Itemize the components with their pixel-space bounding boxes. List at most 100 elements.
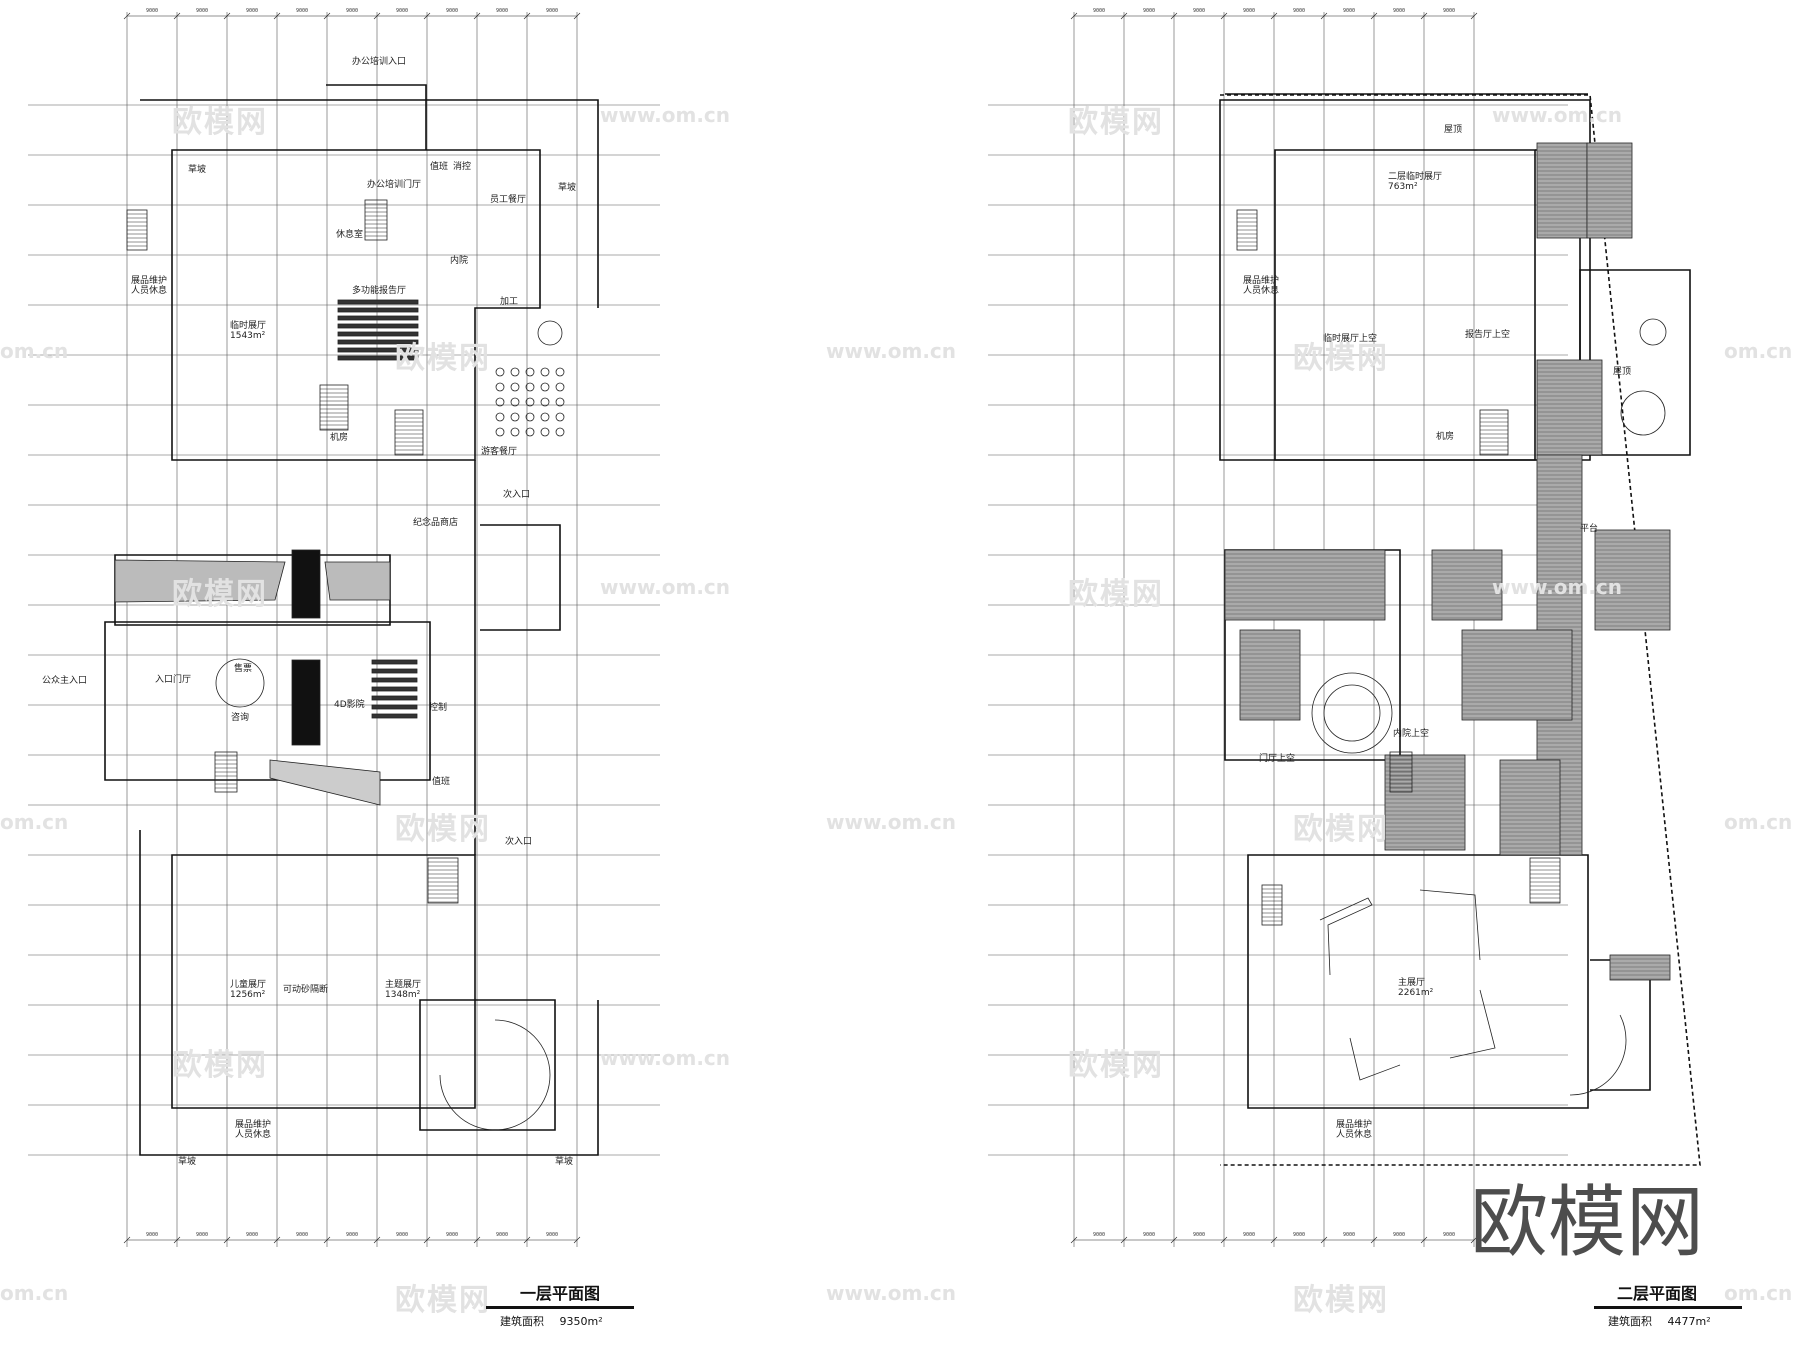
room-label-platform: 平台 — [1580, 524, 1599, 534]
ramp-wedge — [269, 759, 381, 806]
room-label-roof2: 屋顶 — [1613, 367, 1632, 377]
circular-element — [1620, 390, 1666, 436]
room-label-roof1: 屋顶 — [1444, 125, 1463, 135]
dimension-label: 9000 — [1393, 1232, 1406, 1238]
seat-row — [371, 659, 418, 665]
dimension-label: 9000 — [1343, 8, 1356, 14]
dimension-tick — [1120, 12, 1128, 20]
dimension-label: 9000 — [246, 8, 259, 14]
dimension-ticks — [123, 12, 1478, 1244]
dimension-label: 9000 — [346, 1232, 359, 1238]
floor1-grid — [28, 12, 660, 1247]
floor2-title: 二层平面图 — [1617, 1284, 1698, 1303]
wall-outline — [171, 149, 541, 461]
dimension-label: 9000 — [196, 1232, 209, 1238]
dimension-tick — [1220, 1236, 1228, 1244]
curved-ramp — [439, 1019, 551, 1131]
room-label-lawn2: 草坡 — [558, 183, 577, 193]
dimension-tick — [1120, 1236, 1128, 1244]
dimension-label: 9000 — [146, 8, 159, 14]
seat-row — [371, 668, 418, 674]
room-label-consult: 咨询 — [231, 713, 250, 723]
dimension-tick — [123, 12, 131, 20]
dimension-tick — [473, 1236, 481, 1244]
dimension-label: 9000 — [196, 8, 209, 14]
ramp-wedge — [324, 561, 391, 601]
room-label-temp-void: 临时展厅上空 — [1323, 334, 1378, 344]
stair-core — [1479, 409, 1509, 456]
dimension-label: 9000 — [1293, 1232, 1306, 1238]
dimension-label: 9000 — [1143, 1232, 1156, 1238]
stair-core — [427, 857, 459, 904]
dining-table — [540, 382, 550, 392]
dimension-tick — [223, 12, 231, 20]
seat-row — [371, 713, 418, 719]
dining-table — [555, 382, 565, 392]
dimension-label: 9000 — [446, 8, 459, 14]
curved-ramp — [1569, 1014, 1627, 1096]
dimension-tick — [323, 1236, 331, 1244]
dining-table — [540, 397, 550, 407]
dimension-tick — [123, 1236, 131, 1244]
hatched-platform — [1239, 629, 1301, 721]
dimension-tick — [423, 12, 431, 20]
dimension-label: 9000 — [1393, 8, 1406, 14]
room-label-kids-hall: 儿童展厅 1256m² — [230, 980, 267, 1000]
dimension-label: 9000 — [546, 8, 559, 14]
dimension-tick — [573, 12, 581, 20]
dimension-label: 9000 — [296, 1232, 309, 1238]
dining-table — [525, 412, 535, 422]
dimension-label: 9000 — [396, 8, 409, 14]
building-details — [114, 142, 1671, 1131]
room-label-value-room: 值班 — [430, 162, 449, 172]
dimension-label: 9000 — [1243, 8, 1256, 14]
room-label-public-entry: 公众主入口 — [42, 676, 88, 686]
dimension-label: 9000 — [1093, 8, 1106, 14]
exhibit-wall — [1319, 897, 1373, 976]
room-label-control: 控制 — [429, 703, 448, 713]
hatched-platform — [1384, 754, 1466, 851]
circular-element — [1311, 672, 1393, 754]
hatched-platform — [1461, 629, 1573, 721]
dimension-label: 9000 — [546, 1232, 559, 1238]
wall-outline — [139, 830, 599, 1156]
room-label-multi-hall: 多功能报告厅 — [352, 286, 407, 296]
building-walls — [104, 84, 1701, 1166]
floor1-area-label: 建筑面积 — [500, 1315, 544, 1328]
dining-table — [495, 412, 505, 422]
dimension-tick — [1470, 1236, 1478, 1244]
dining-table — [540, 367, 550, 377]
dining-table — [525, 397, 535, 407]
hatched-platform — [1536, 142, 1588, 239]
dimension-tick — [1470, 12, 1478, 20]
floor1-title-underline — [486, 1306, 634, 1309]
dining-table — [525, 427, 535, 437]
room-label-kitchen-in: 内院 — [450, 256, 469, 266]
dimension-tick — [473, 12, 481, 20]
seat-row — [337, 347, 419, 353]
floor2-title-underline — [1594, 1306, 1742, 1309]
wall-outline — [104, 621, 431, 781]
dimension-label: 9000 — [1243, 1232, 1256, 1238]
exhibit-wall — [1419, 889, 1481, 961]
dimension-tick — [173, 12, 181, 20]
floor2-area-label: 建筑面积 — [1608, 1315, 1652, 1328]
dimension-label: 9000 — [1343, 1232, 1356, 1238]
wall-outline — [171, 854, 476, 1109]
dimension-tick — [1420, 12, 1428, 20]
dining-table — [510, 397, 520, 407]
floor1-area: 建筑面积 9350m² — [500, 1313, 603, 1329]
dimension-tick — [223, 1236, 231, 1244]
dining-table — [495, 427, 505, 437]
floor1-title: 一层平面图 — [520, 1284, 601, 1303]
room-label-sub-entry1: 次入口 — [503, 490, 531, 500]
ramp-wedge — [114, 559, 286, 603]
dining-table — [555, 412, 565, 422]
exhibit-wall — [1349, 1037, 1401, 1081]
wall-outline — [419, 999, 556, 1131]
room-label-lobby-void: 门厅上空 — [1259, 754, 1296, 764]
dining-table — [510, 382, 520, 392]
room-label-main-hall2: 主展厅 2261m² — [1398, 978, 1434, 998]
dining-table — [510, 367, 520, 377]
